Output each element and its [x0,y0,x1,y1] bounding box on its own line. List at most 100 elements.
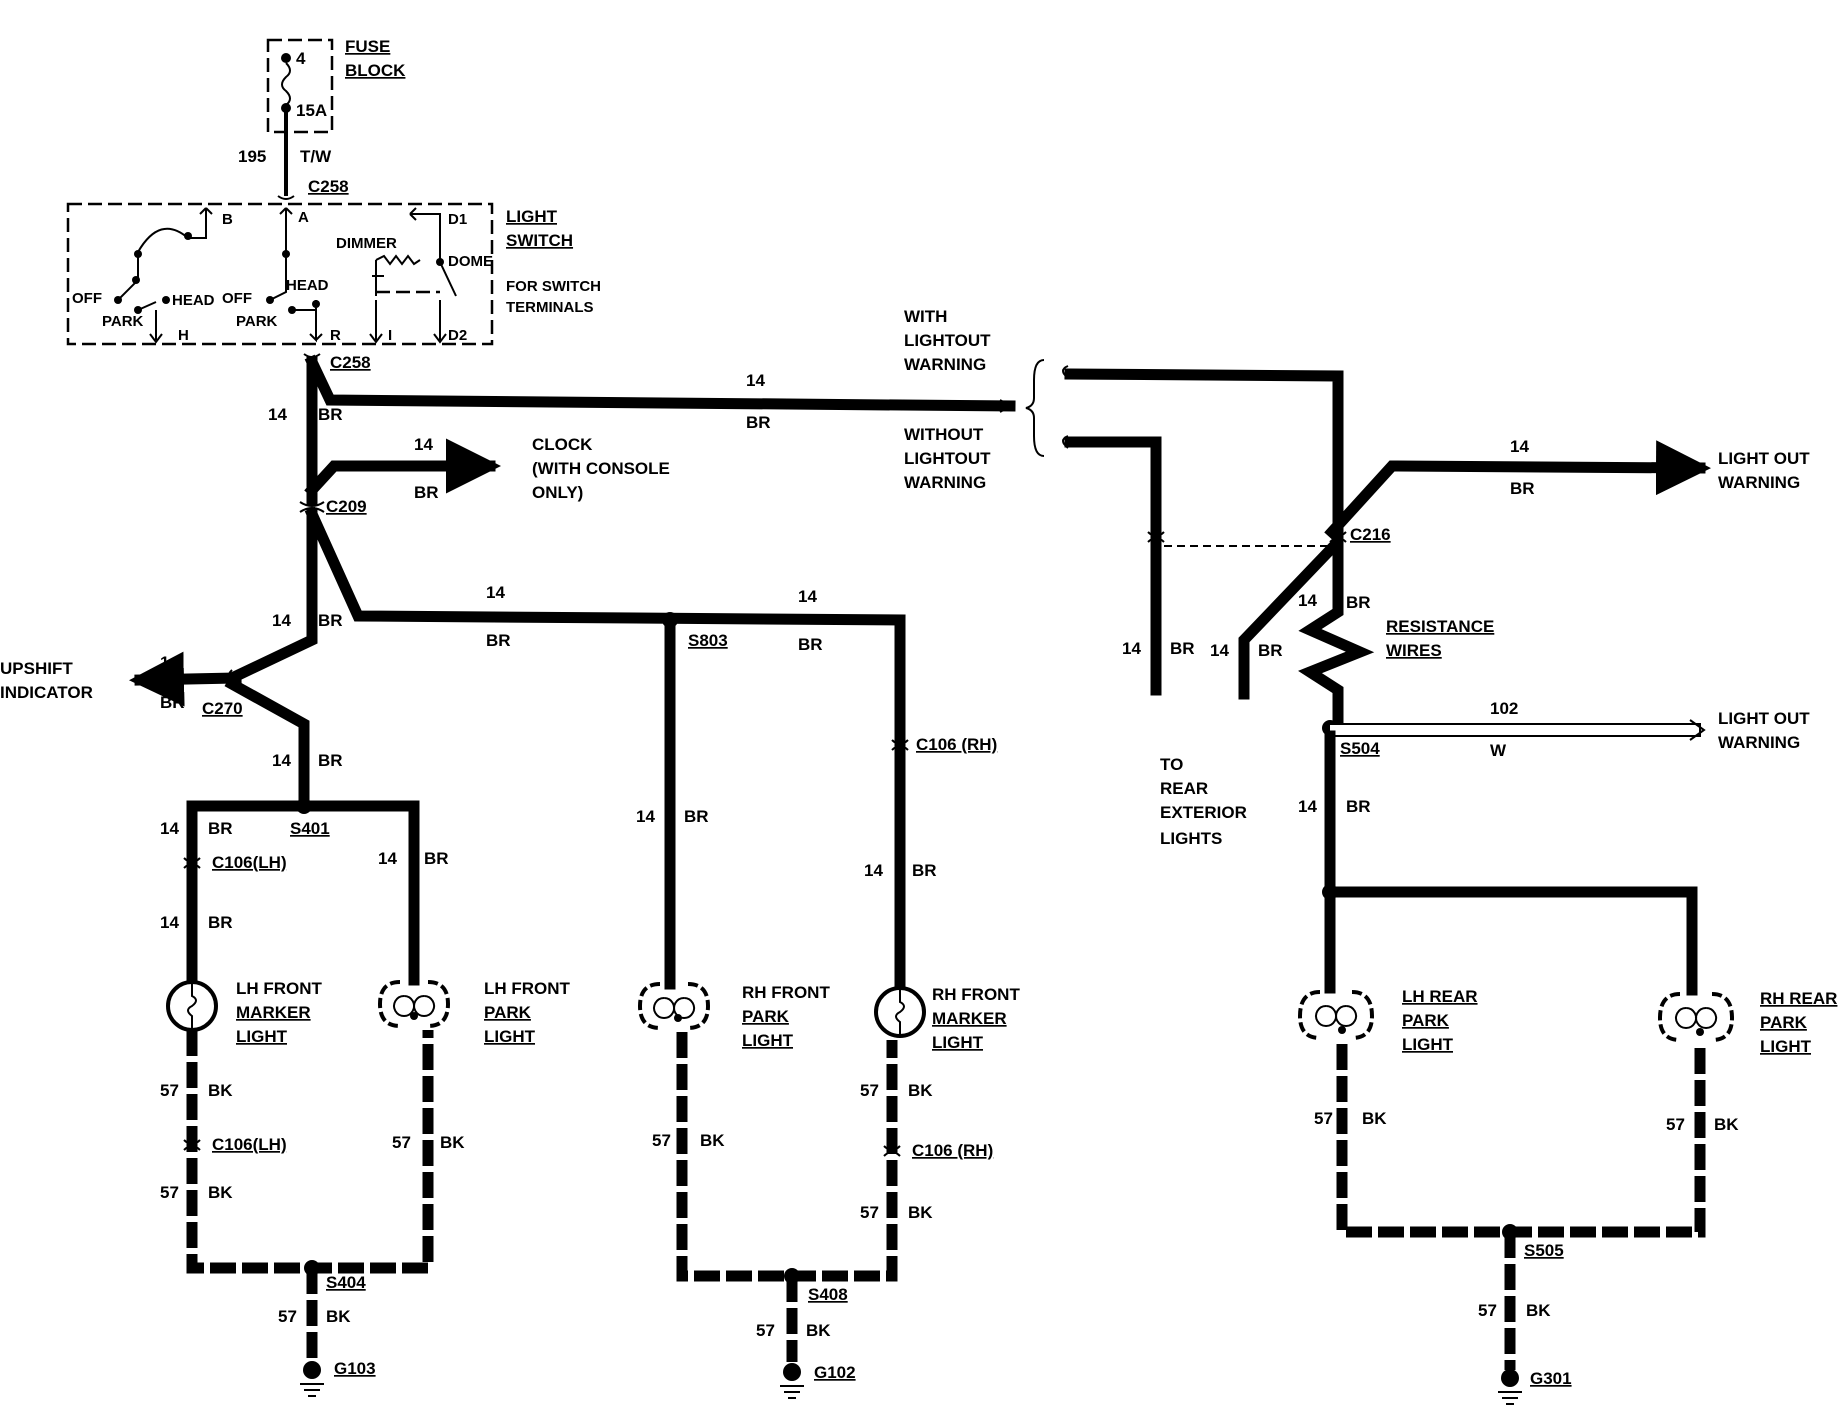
wire-color: BR [1346,797,1371,816]
wire-gauge: 14 [746,371,765,390]
wire-color: BR [414,483,439,502]
wire-gauge: 14 [636,807,655,826]
terminal-d2: D2 [448,327,467,344]
wire-color: BR [684,807,709,826]
wire-color: BR [318,611,343,630]
ground-g103: G103 [334,1359,376,1378]
wire-color: BK [1714,1115,1739,1134]
terminal-r: R [330,327,341,344]
clock-label-3: ONLY) [532,483,583,502]
lamp-label: LIGHT [932,1033,984,1052]
wire-color: BK [908,1203,933,1222]
ground-g103-icon [300,1361,324,1397]
wire-gauge: 14 [378,849,397,868]
fuse-block-title-2: BLOCK [345,61,406,80]
splice-s504: S504 [1340,739,1380,758]
rh-rear-park-lamp [1657,992,1735,1042]
connector-c258-top: C258 [308,177,349,196]
wire-color: BK [440,1133,465,1152]
lamp-label: LH REAR [1402,987,1478,1006]
switch-park-2: PARK [236,313,278,330]
wire-gauge: 57 [1666,1115,1685,1134]
wire-color: W [1490,741,1507,760]
upshift-label-2: INDICATOR [0,683,93,702]
wire-gauge: 57 [860,1203,879,1222]
wire-color: BR [746,413,771,432]
without-label-3: WARNING [904,473,986,492]
lamp-label: LIGHT [484,1027,536,1046]
lamp-label: RH FRONT [742,983,830,1002]
ground-g102: G102 [814,1363,856,1382]
wire-gauge: 14 [160,819,179,838]
switch-dome: DOME [448,253,493,270]
lh-rear-park-lamp [1297,990,1375,1040]
feed-wire-color: T/W [300,147,332,166]
wire-color: BK [326,1307,351,1326]
fuse-block: 4 15A FUSE BLOCK [266,37,406,134]
wire-gauge: 14 [1298,591,1317,610]
with-label-1: WITH [904,307,947,326]
wire-color: BK [1362,1109,1387,1128]
switch-off-2: OFF [222,290,252,307]
connector-c106lh-a: C106(LH) [212,853,287,872]
switch-dimmer: DIMMER [336,235,397,252]
lamp-label: PARK [1760,1013,1808,1032]
wire-gauge: 57 [160,1183,179,1202]
wire-color: BR [1258,641,1283,660]
wire-color: BR [160,693,185,712]
switch-head-2: HEAD [286,277,329,294]
switch-head-1: HEAD [172,292,215,309]
wire-color: BR [486,631,511,650]
terminal-b: B [222,211,233,228]
wire-gauge: 102 [1490,699,1518,718]
connector-c106rh-a: C106 (RH) [916,735,997,754]
wire-color: BR [208,819,233,838]
lamp-label: PARK [742,1007,790,1026]
without-label-2: LIGHTOUT [904,449,991,468]
rear-label-2: REAR [1160,779,1208,798]
splice-s803: S803 [688,631,728,650]
lamp-label: PARK [1402,1011,1450,1030]
terminal-h: H [178,327,189,344]
wire-color: BR [1170,639,1195,658]
rear-label-4: LIGHTS [1160,829,1222,848]
lamp-label: LH FRONT [484,979,571,998]
fuse-number: 4 [296,49,306,68]
wire-color: BR [1346,593,1371,612]
splice-s408: S408 [808,1285,848,1304]
wire-gauge: 57 [652,1131,671,1150]
splice-s401: S401 [290,819,330,838]
wire-color: BR [912,861,937,880]
lamp-label: MARKER [236,1003,311,1022]
wire-gauge: 14 [486,583,505,602]
wire-color: BK [908,1081,933,1100]
light-switch-title-1: LIGHT [506,207,558,226]
wire-color: BR [318,751,343,770]
connector-c106rh-b: C106 (RH) [912,1141,993,1160]
light-switch-note-2: TERMINALS [506,299,594,316]
wire-color: BR [1510,479,1535,498]
wire-gauge: 14 [798,587,817,606]
wire-gauge: 14 [414,435,433,454]
lamp-label: LIGHT [236,1027,288,1046]
lamp-label: RH REAR [1760,989,1837,1008]
light-out-label-2: WARNING [1718,473,1800,492]
wire-color: BK [208,1081,233,1100]
lamp-label: LH FRONT [236,979,323,998]
terminal-d1: D1 [448,211,467,228]
wire-gauge: 14 [268,405,287,424]
wire-gauge: 57 [392,1133,411,1152]
wire-gauge: 14 [272,611,291,630]
wire-gauge: 14 [160,913,179,932]
ground-g102-icon [780,1363,804,1399]
connector-c258-bottom: C258 [330,353,371,372]
lamp-label: LIGHT [742,1031,794,1050]
light-switch-note-1: FOR SWITCH [506,278,601,295]
light-switch: LIGHT SWITCH FOR SWITCH TERMINALS B OFF … [66,202,601,346]
ground-g301: G301 [1530,1369,1572,1388]
feed-wire-gauge: 195 [238,147,266,166]
wire-gauge: 14 [272,751,291,770]
terminal-i: I [388,327,392,344]
connector-c106lh-b: C106(LH) [212,1135,287,1154]
wire-gauge: 57 [756,1321,775,1340]
